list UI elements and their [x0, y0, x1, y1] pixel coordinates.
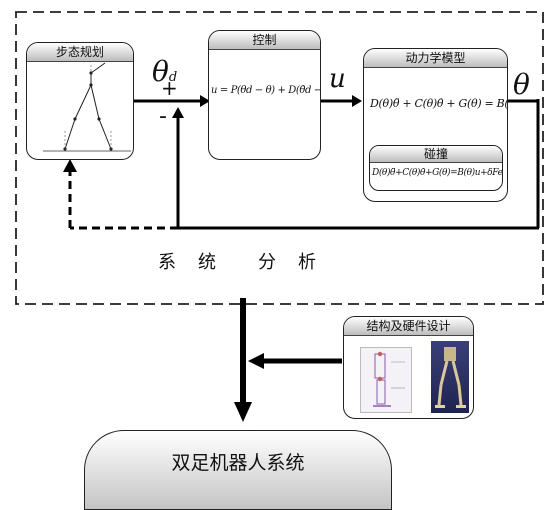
plus-sign: +	[161, 76, 178, 100]
minus-sign: -	[159, 104, 167, 129]
robot-prototype-photo	[431, 341, 469, 413]
biped-robot-system-box: 双足机器人系统	[84, 430, 392, 510]
control-box: 控制 u = P(θd − θ) + D(θ̇d − θ̇)	[208, 30, 321, 160]
collision-equation: D(θ)θ̈+C(θ)θ̇+G(θ)=B(θ)u+δFex	[372, 168, 503, 178]
structure-hardware-title: 结构及硬件设计	[344, 317, 473, 336]
gait-planning-box: 步态规划	[26, 42, 134, 160]
theta-output-label: θ	[513, 68, 530, 101]
collision-box: 碰撞 D(θ)θ̈+C(θ)θ̇+G(θ)=B(θ)u+δFex	[369, 145, 503, 191]
leg-design-drawing	[360, 347, 412, 413]
structure-hardware-box: 结构及硬件设计	[343, 316, 474, 419]
theta-d-label: θd	[152, 55, 177, 88]
control-title: 控制	[209, 31, 320, 50]
dynamics-model-title: 动力学模型	[364, 49, 507, 68]
u-label: u	[329, 64, 346, 94]
theta-symbol: θ	[152, 55, 169, 88]
gait-planning-title: 步态规划	[27, 43, 133, 62]
system-analysis-frame	[15, 11, 544, 422]
dynamics-equation: D(θ)θ̈ + C(θ)θ̇ + G(θ) = B(θ)u	[370, 97, 508, 110]
control-equation: u = P(θd − θ) + D(θ̇d − θ̇)	[211, 85, 321, 96]
system-analysis-label: 系 统 分 析	[158, 252, 318, 273]
theta-d-subscript: d	[168, 70, 178, 85]
biped-robot-system-label: 双足机器人系统	[171, 452, 305, 474]
biped-leg-sketch	[43, 62, 131, 152]
collision-title: 碰撞	[370, 146, 502, 163]
